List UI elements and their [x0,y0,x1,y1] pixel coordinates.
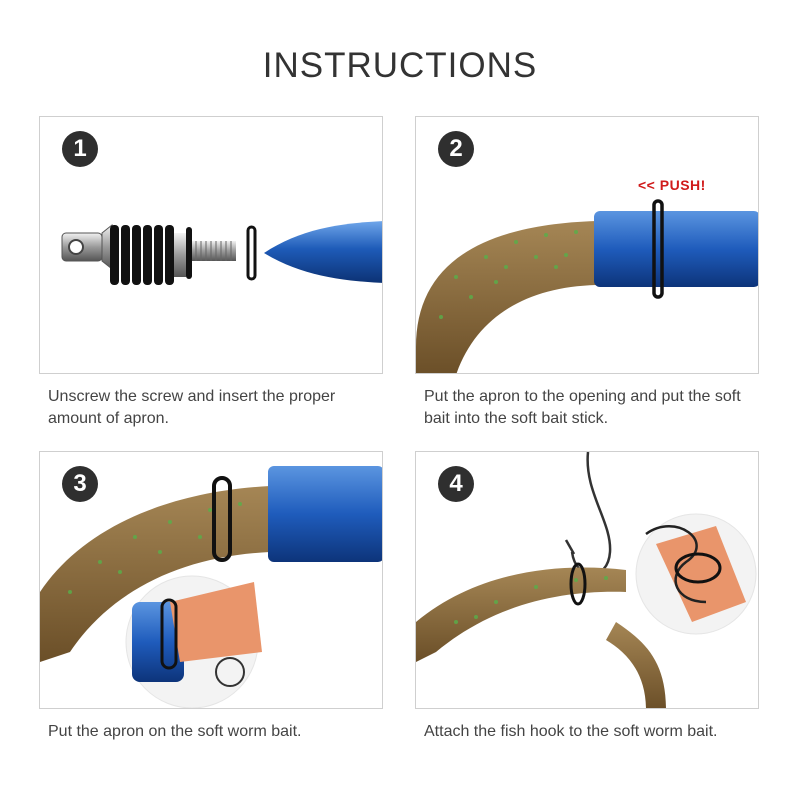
step-4-panel: 4 [415,451,759,709]
blue-stick [268,466,382,562]
apron-ring [212,476,232,562]
step-number-badge: 2 [438,131,474,167]
step-4-caption: Attach the fish hook to the soft worm ba… [424,723,718,740]
step-2-caption: Put the apron to the opening and put the… [424,388,741,427]
step-number-badge: 1 [62,131,98,167]
step-4-illustration [416,452,757,708]
step-1-illustration [61,221,382,285]
fish-hook [570,452,612,576]
soft-worm [416,221,596,373]
step-2-panel: 2 << PUSH! [415,116,759,374]
step-3-illustration [40,466,382,708]
step-1-caption: Unscrew the screw and insert the proper … [48,388,336,427]
soft-worm [416,567,626,662]
blue-stick [594,211,758,287]
push-callout: << PUSH! [638,177,706,193]
step-number-badge: 3 [62,466,98,502]
step-3-panel: 3 [39,451,383,709]
step-1-panel: 1 [39,116,383,374]
blue-stick-tip [264,221,382,283]
apron-ring [246,225,257,281]
step-number-badge: 4 [438,466,474,502]
apron-ring [569,562,587,606]
apron-ring [652,199,664,299]
step-3-caption: Put the apron on the soft worm bait. [48,723,302,740]
screw-assembly [61,223,236,285]
step-2-illustration [416,199,758,373]
page-title: INSTRUCTIONS [262,46,538,85]
